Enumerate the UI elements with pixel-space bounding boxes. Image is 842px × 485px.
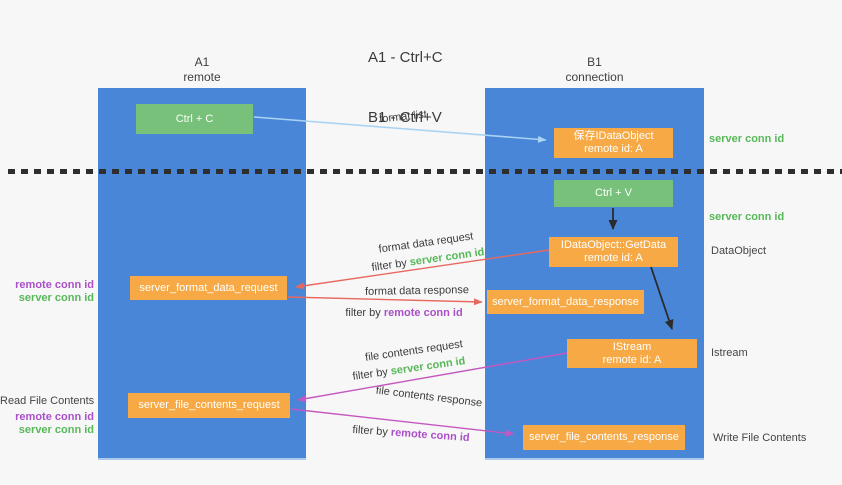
right-label-istream: Istream (711, 347, 748, 359)
left-label-remote-conn-id-1: remote conn id (15, 279, 94, 291)
node-format-response-label: server_format_data_response (492, 295, 639, 308)
left-label-server-conn-id-1: server conn id (18, 292, 94, 304)
node-ctrl-v-label: Ctrl + V (595, 187, 632, 199)
right-label-server-conn-id-2: server conn id (709, 211, 785, 223)
node-server-file-contents-response: server_file_contents_response (523, 425, 685, 450)
node-istream-line1: IStream (612, 340, 652, 353)
node-server-file-contents-request: server_file_contents_request (128, 393, 290, 418)
lifeline-a1-role: remote (183, 70, 221, 84)
node-ctrl-v: Ctrl + V (554, 180, 673, 207)
lifeline-b1-name: B1 (587, 55, 602, 69)
node-ctrl-c-label: Ctrl + C (175, 112, 214, 125)
node-save-idataobject-line2: remote id: A (584, 143, 643, 155)
node-format-request-label: server_format_data_request (139, 281, 278, 294)
node-idataobject-getdata: IDataObject::GetData remote id: A (549, 237, 678, 267)
node-getdata-line2: remote id: A (584, 252, 643, 264)
node-save-idataobject: 保存IDataObject remote id: A (554, 128, 673, 158)
node-file-response-label: server_file_contents_response (529, 431, 679, 443)
remote-conn-id-text: remote conn id (390, 426, 470, 445)
diagram-title: A1 - Ctrl+C B1 - Ctrl+V (368, 8, 443, 168)
label-format-data-response: format data response (364, 284, 470, 298)
node-server-format-data-response: server_format_data_response (487, 290, 644, 314)
filter-by-text: filter by (345, 307, 381, 319)
lifeline-header-a1: A1 remote (98, 55, 306, 85)
title-line-a1: A1 - Ctrl+C (368, 49, 443, 66)
node-server-format-data-request: server_format_data_request (130, 276, 287, 300)
left-label-remote-conn-id-2: remote conn id (15, 411, 94, 423)
right-label-server-conn-id-1: server conn id (709, 133, 785, 145)
left-label-server-conn-id-2: server conn id (18, 424, 94, 436)
label-file-contents-response: file contents response (375, 384, 483, 410)
filter-by-text: filter by (370, 257, 408, 274)
label-filter-by-remote-1: filter by remote conn id (342, 307, 466, 319)
node-save-idataobject-line1: 保存IDataObject (573, 130, 654, 142)
right-label-dataobject: DataObject (711, 245, 767, 257)
lifeline-a1-name: A1 (194, 55, 210, 69)
right-label-write-file-contents: Write File Contents (713, 432, 807, 444)
filter-by-text: filter by (352, 423, 389, 439)
dotted-separator (8, 169, 842, 174)
label-filter-by-remote-2: filter by remote conn id (349, 424, 474, 445)
node-istream: IStream remote id: A (567, 339, 697, 368)
left-label-read-file-contents: Read File Contents (0, 395, 95, 407)
node-file-request-label: server_file_contents_request (138, 399, 280, 411)
arrow-format-data-response (287, 296, 483, 306)
remote-conn-id-text: remote conn id (383, 307, 463, 319)
node-ctrl-c: Ctrl + C (136, 104, 253, 134)
node-getdata-line1: IDataObject::GetData (560, 239, 667, 251)
filter-by-text: filter by (351, 366, 389, 383)
lifeline-b1-role: connection (565, 70, 624, 84)
node-istream-line2: remote id: A (602, 353, 662, 366)
lifeline-header-b1: B1 connection (485, 55, 704, 85)
